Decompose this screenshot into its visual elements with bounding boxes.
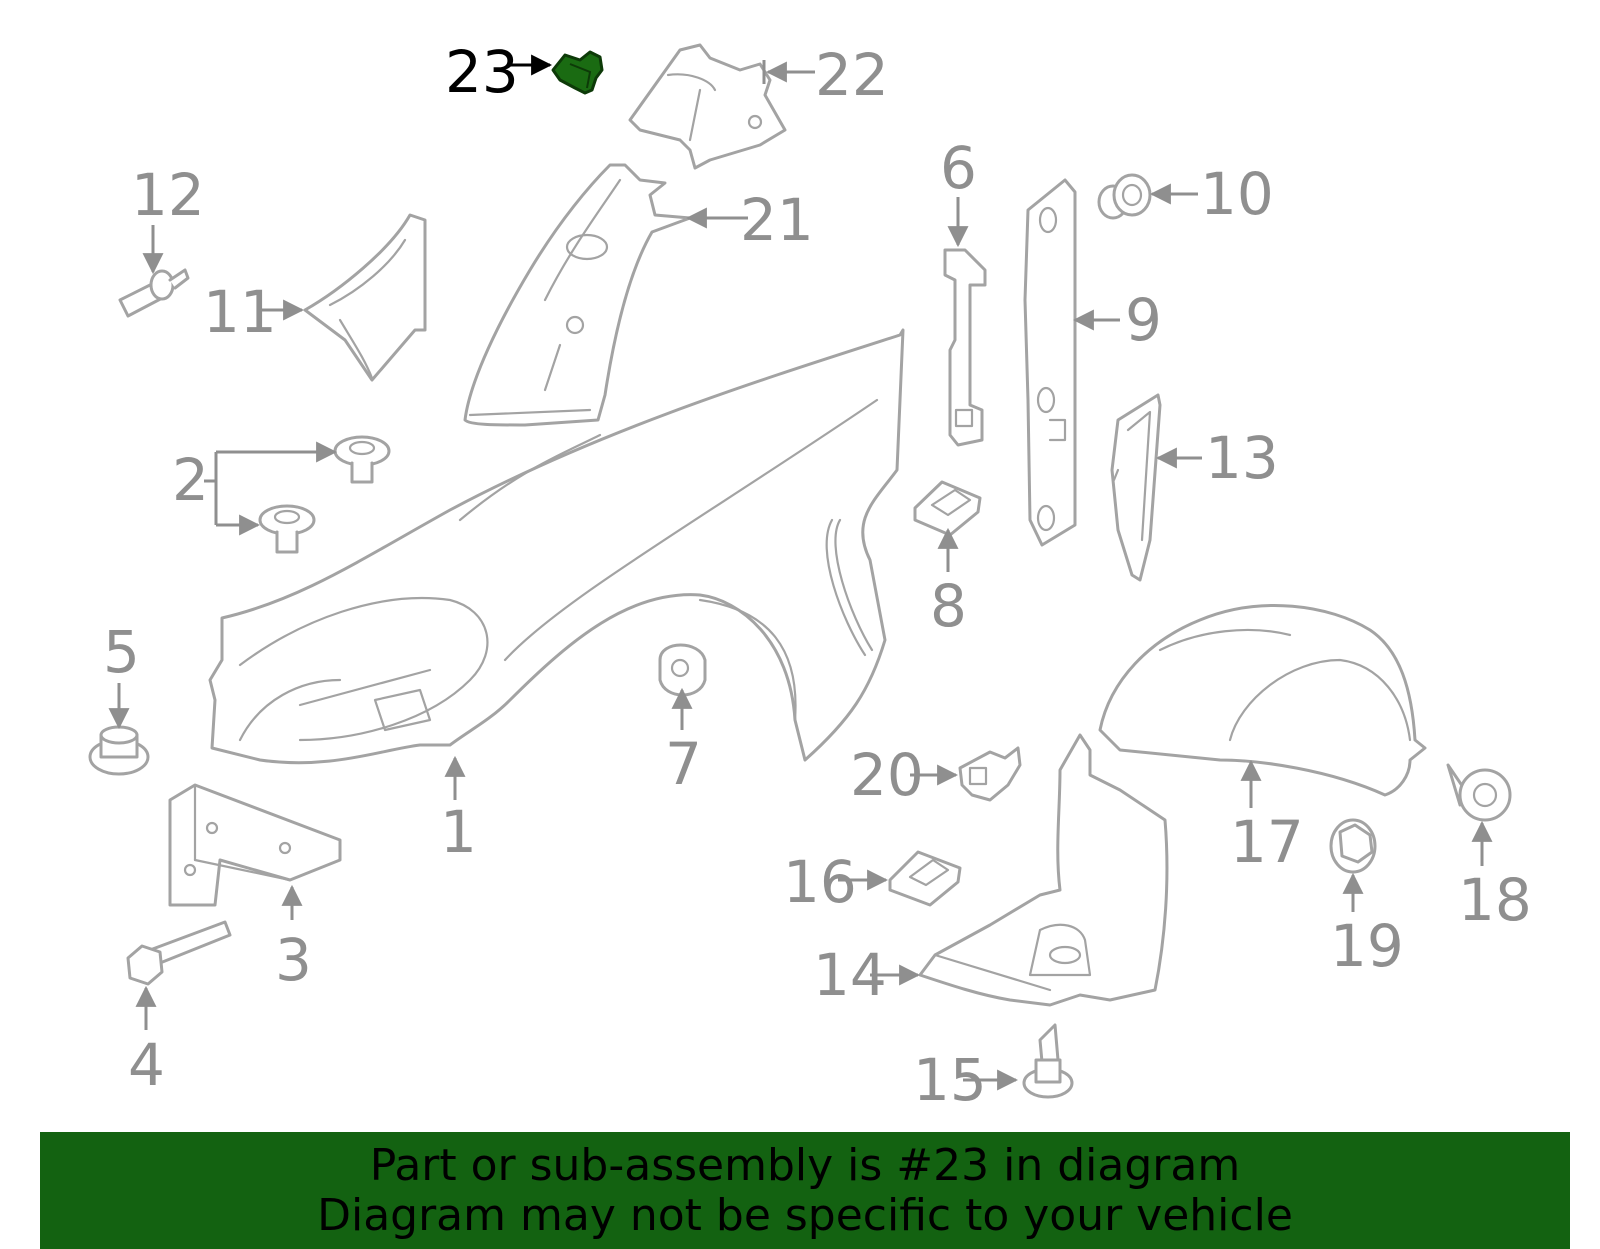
callout-9: 9 <box>1125 286 1162 354</box>
part-15-screw[interactable] <box>1022 1023 1074 1099</box>
callout-20: 20 <box>850 741 924 809</box>
callout-15: 15 <box>913 1046 987 1114</box>
callout-21: 21 <box>740 186 814 254</box>
callout-11: 11 <box>203 278 277 346</box>
callout-3: 3 <box>275 926 312 994</box>
part-11-duct[interactable] <box>303 213 427 382</box>
part-9-seal[interactable] <box>1023 178 1077 547</box>
callout-1: 1 <box>440 798 477 866</box>
part-16-clip[interactable] <box>888 850 962 907</box>
part-20-clip[interactable] <box>958 746 1022 802</box>
callout-4: 4 <box>128 1031 165 1099</box>
callout-16: 16 <box>783 848 857 916</box>
callout-5: 5 <box>103 618 140 686</box>
banner-line-1: Part or sub-assembly is #23 in diagram <box>369 1139 1241 1191</box>
callout-10: 10 <box>1200 160 1274 228</box>
part-7-clip[interactable] <box>658 643 707 697</box>
callout-7: 7 <box>665 730 702 798</box>
part-2-grommets[interactable] <box>258 435 391 554</box>
part-14-liner[interactable] <box>918 733 1169 1007</box>
callout-17: 17 <box>1230 808 1304 876</box>
part-12-pin[interactable] <box>118 268 190 318</box>
part-21-apron[interactable] <box>463 163 692 427</box>
part-1-fender[interactable] <box>208 328 905 765</box>
callout-23: 23 <box>445 38 519 106</box>
part-18-clip[interactable] <box>1446 763 1512 822</box>
part-4-bolt[interactable] <box>126 920 232 986</box>
part-3-bracket[interactable] <box>168 783 342 907</box>
callout-6: 6 <box>940 134 977 202</box>
part-10-plug[interactable] <box>1097 173 1152 220</box>
callout-22: 22 <box>815 41 889 109</box>
leader-lines <box>108 54 1493 1091</box>
info-banner: Part or sub-assembly is #23 in diagram D… <box>40 1132 1570 1249</box>
part-13-trim[interactable] <box>1110 393 1162 582</box>
part-22-bracket[interactable] <box>628 43 787 170</box>
part-8-clip[interactable] <box>913 480 982 537</box>
banner-line-2: Diagram may not be specific to your vehi… <box>317 1189 1293 1241</box>
callout-18: 18 <box>1458 866 1532 934</box>
callout-8: 8 <box>930 572 967 640</box>
part-19-nut[interactable] <box>1329 818 1377 874</box>
callout-labels: 1 2 3 4 5 6 7 8 9 10 11 12 13 14 15 16 1… <box>103 38 1532 1114</box>
callout-12: 12 <box>131 161 205 229</box>
callout-19: 19 <box>1330 912 1404 980</box>
callout-14: 14 <box>813 941 887 1009</box>
part-17-liner[interactable] <box>1098 604 1427 797</box>
callout-2: 2 <box>172 446 209 514</box>
part-23-highlighted-clip[interactable] <box>551 50 604 95</box>
callout-13: 13 <box>1205 424 1279 492</box>
part-5-nut[interactable] <box>88 725 150 776</box>
part-6-bracket[interactable] <box>943 248 987 447</box>
